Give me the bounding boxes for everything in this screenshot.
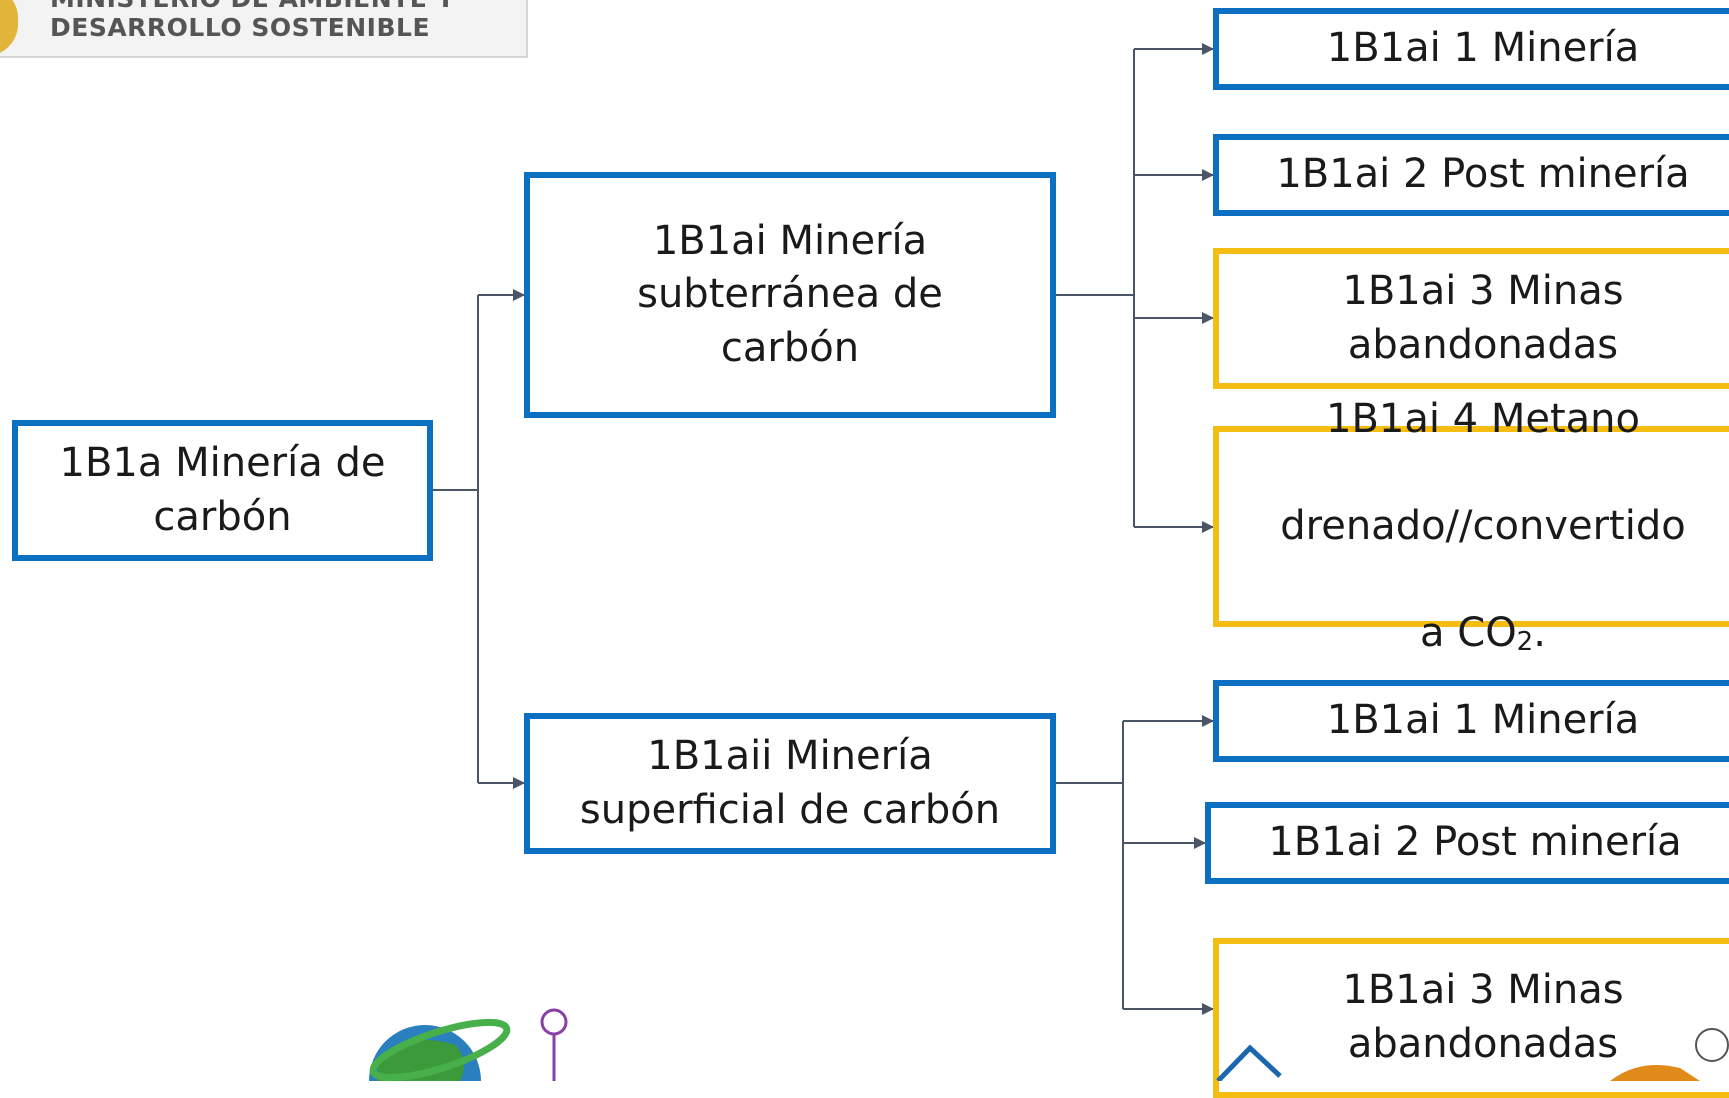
sf-abandoned-mines-box: 1B1ai 3 Minas abandonadas	[1213, 938, 1729, 1098]
sf-post-mining-box: 1B1ai 2 Post minería	[1205, 802, 1729, 884]
underground-mining-box: 1B1ai Minería subterránea de carbón	[524, 172, 1056, 418]
ministry-name-line1: MINISTERIO DE AMBIENTE Y	[50, 0, 455, 13]
methane-line-1: 1B1ai 4 Metano	[1326, 395, 1640, 442]
ug-abandoned-mines-box: 1B1ai 3 Minas abandonadas	[1213, 248, 1729, 389]
ug-mining-box: 1B1ai 1 Minería	[1213, 8, 1729, 90]
methane-line-2: drenado//convertido	[1280, 502, 1686, 549]
root-category-box: 1B1a Minería de carbón	[12, 420, 433, 561]
co2-subscript: 2	[1516, 626, 1534, 657]
methane-co-text: a CO	[1420, 609, 1517, 656]
sf-mining-box: 1B1ai 1 Minería	[1213, 680, 1729, 762]
surface-mining-box: 1B1aii Minería superficial de carbón	[524, 713, 1056, 854]
ministry-logo: MINISTERIO DE AMBIENTE Y DESARROLLO SOST…	[0, 0, 528, 58]
ug-methane-box: 1B1ai 4 Metano drenado//convertido a CO2…	[1213, 396, 1729, 657]
methane-line-3: a CO2.	[1280, 607, 1685, 661]
methane-suffix: .	[1533, 609, 1546, 656]
ministry-name-line2: DESARROLLO SOSTENIBLE	[50, 13, 431, 42]
ug-post-mining-box: 1B1ai 2 Post minería	[1213, 134, 1729, 216]
